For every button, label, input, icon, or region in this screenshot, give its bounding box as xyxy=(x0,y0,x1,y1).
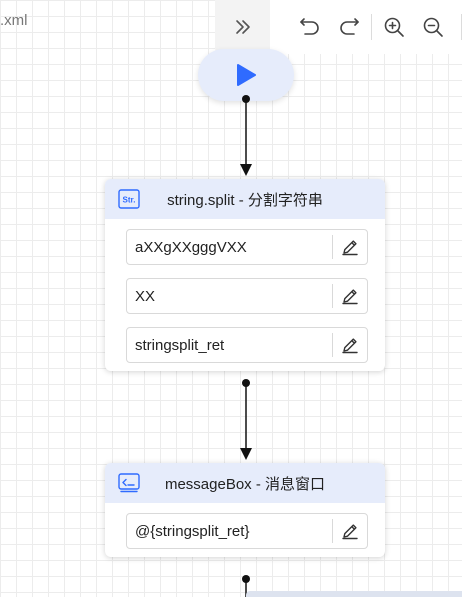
collapse-panel-button[interactable] xyxy=(215,0,271,54)
param-value[interactable]: aXXgXXgggVXX xyxy=(135,238,247,256)
edit-param-button[interactable] xyxy=(333,328,367,362)
file-name: .xml xyxy=(0,12,28,29)
string-icon-label: Str. xyxy=(123,196,136,205)
param-field[interactable]: aXXgXXgggVXX xyxy=(126,229,368,265)
param-field[interactable]: stringsplit_ret xyxy=(126,327,368,363)
start-run-node[interactable] xyxy=(198,49,294,101)
undo-icon xyxy=(299,18,319,35)
pencil-icon xyxy=(342,289,358,305)
node-title: string.split - 分割字符串 xyxy=(167,191,323,209)
redo-button[interactable] xyxy=(330,0,370,54)
undo-button[interactable] xyxy=(290,0,330,54)
play-icon xyxy=(237,64,256,86)
node-message-box[interactable]: messageBox - 消息窗口 @{stringsplit_ret} xyxy=(105,463,385,557)
double-chevron-right-icon xyxy=(235,20,250,34)
param-value[interactable]: stringsplit_ret xyxy=(135,336,225,354)
edit-param-button[interactable] xyxy=(333,279,367,313)
node-string-split[interactable]: Str. string.split - 分割字符串 aXXgXXgggVXX X… xyxy=(105,179,385,371)
zoom-in-button[interactable] xyxy=(374,0,414,54)
connector-start-to-split xyxy=(240,95,252,176)
node-header: messageBox - 消息窗口 xyxy=(105,463,385,503)
node-header: Str. string.split - 分割字符串 xyxy=(105,179,385,219)
string-icon: Str. xyxy=(118,189,140,209)
redo-icon xyxy=(340,18,360,35)
pencil-icon xyxy=(342,524,358,540)
param-value[interactable]: XX xyxy=(135,287,156,305)
zoom-out-button[interactable] xyxy=(414,0,454,54)
message-window-icon xyxy=(118,473,140,493)
param-value[interactable]: @{stringsplit_ret} xyxy=(135,522,250,540)
connector-split-to-messagebox xyxy=(240,379,252,460)
pencil-icon xyxy=(342,338,358,354)
param-field[interactable]: XX xyxy=(126,278,368,314)
edit-param-button[interactable] xyxy=(333,230,367,264)
canvas-toolbar xyxy=(215,0,462,54)
node-title: messageBox - 消息窗口 xyxy=(164,475,326,493)
zoom-out-icon xyxy=(423,17,444,37)
toolbar-divider xyxy=(371,14,373,40)
pencil-icon xyxy=(342,240,358,256)
bottom-panel-edge xyxy=(246,591,462,597)
edit-param-button[interactable] xyxy=(333,514,367,548)
param-field[interactable]: @{stringsplit_ret} xyxy=(126,513,368,549)
zoom-in-icon xyxy=(384,17,404,37)
